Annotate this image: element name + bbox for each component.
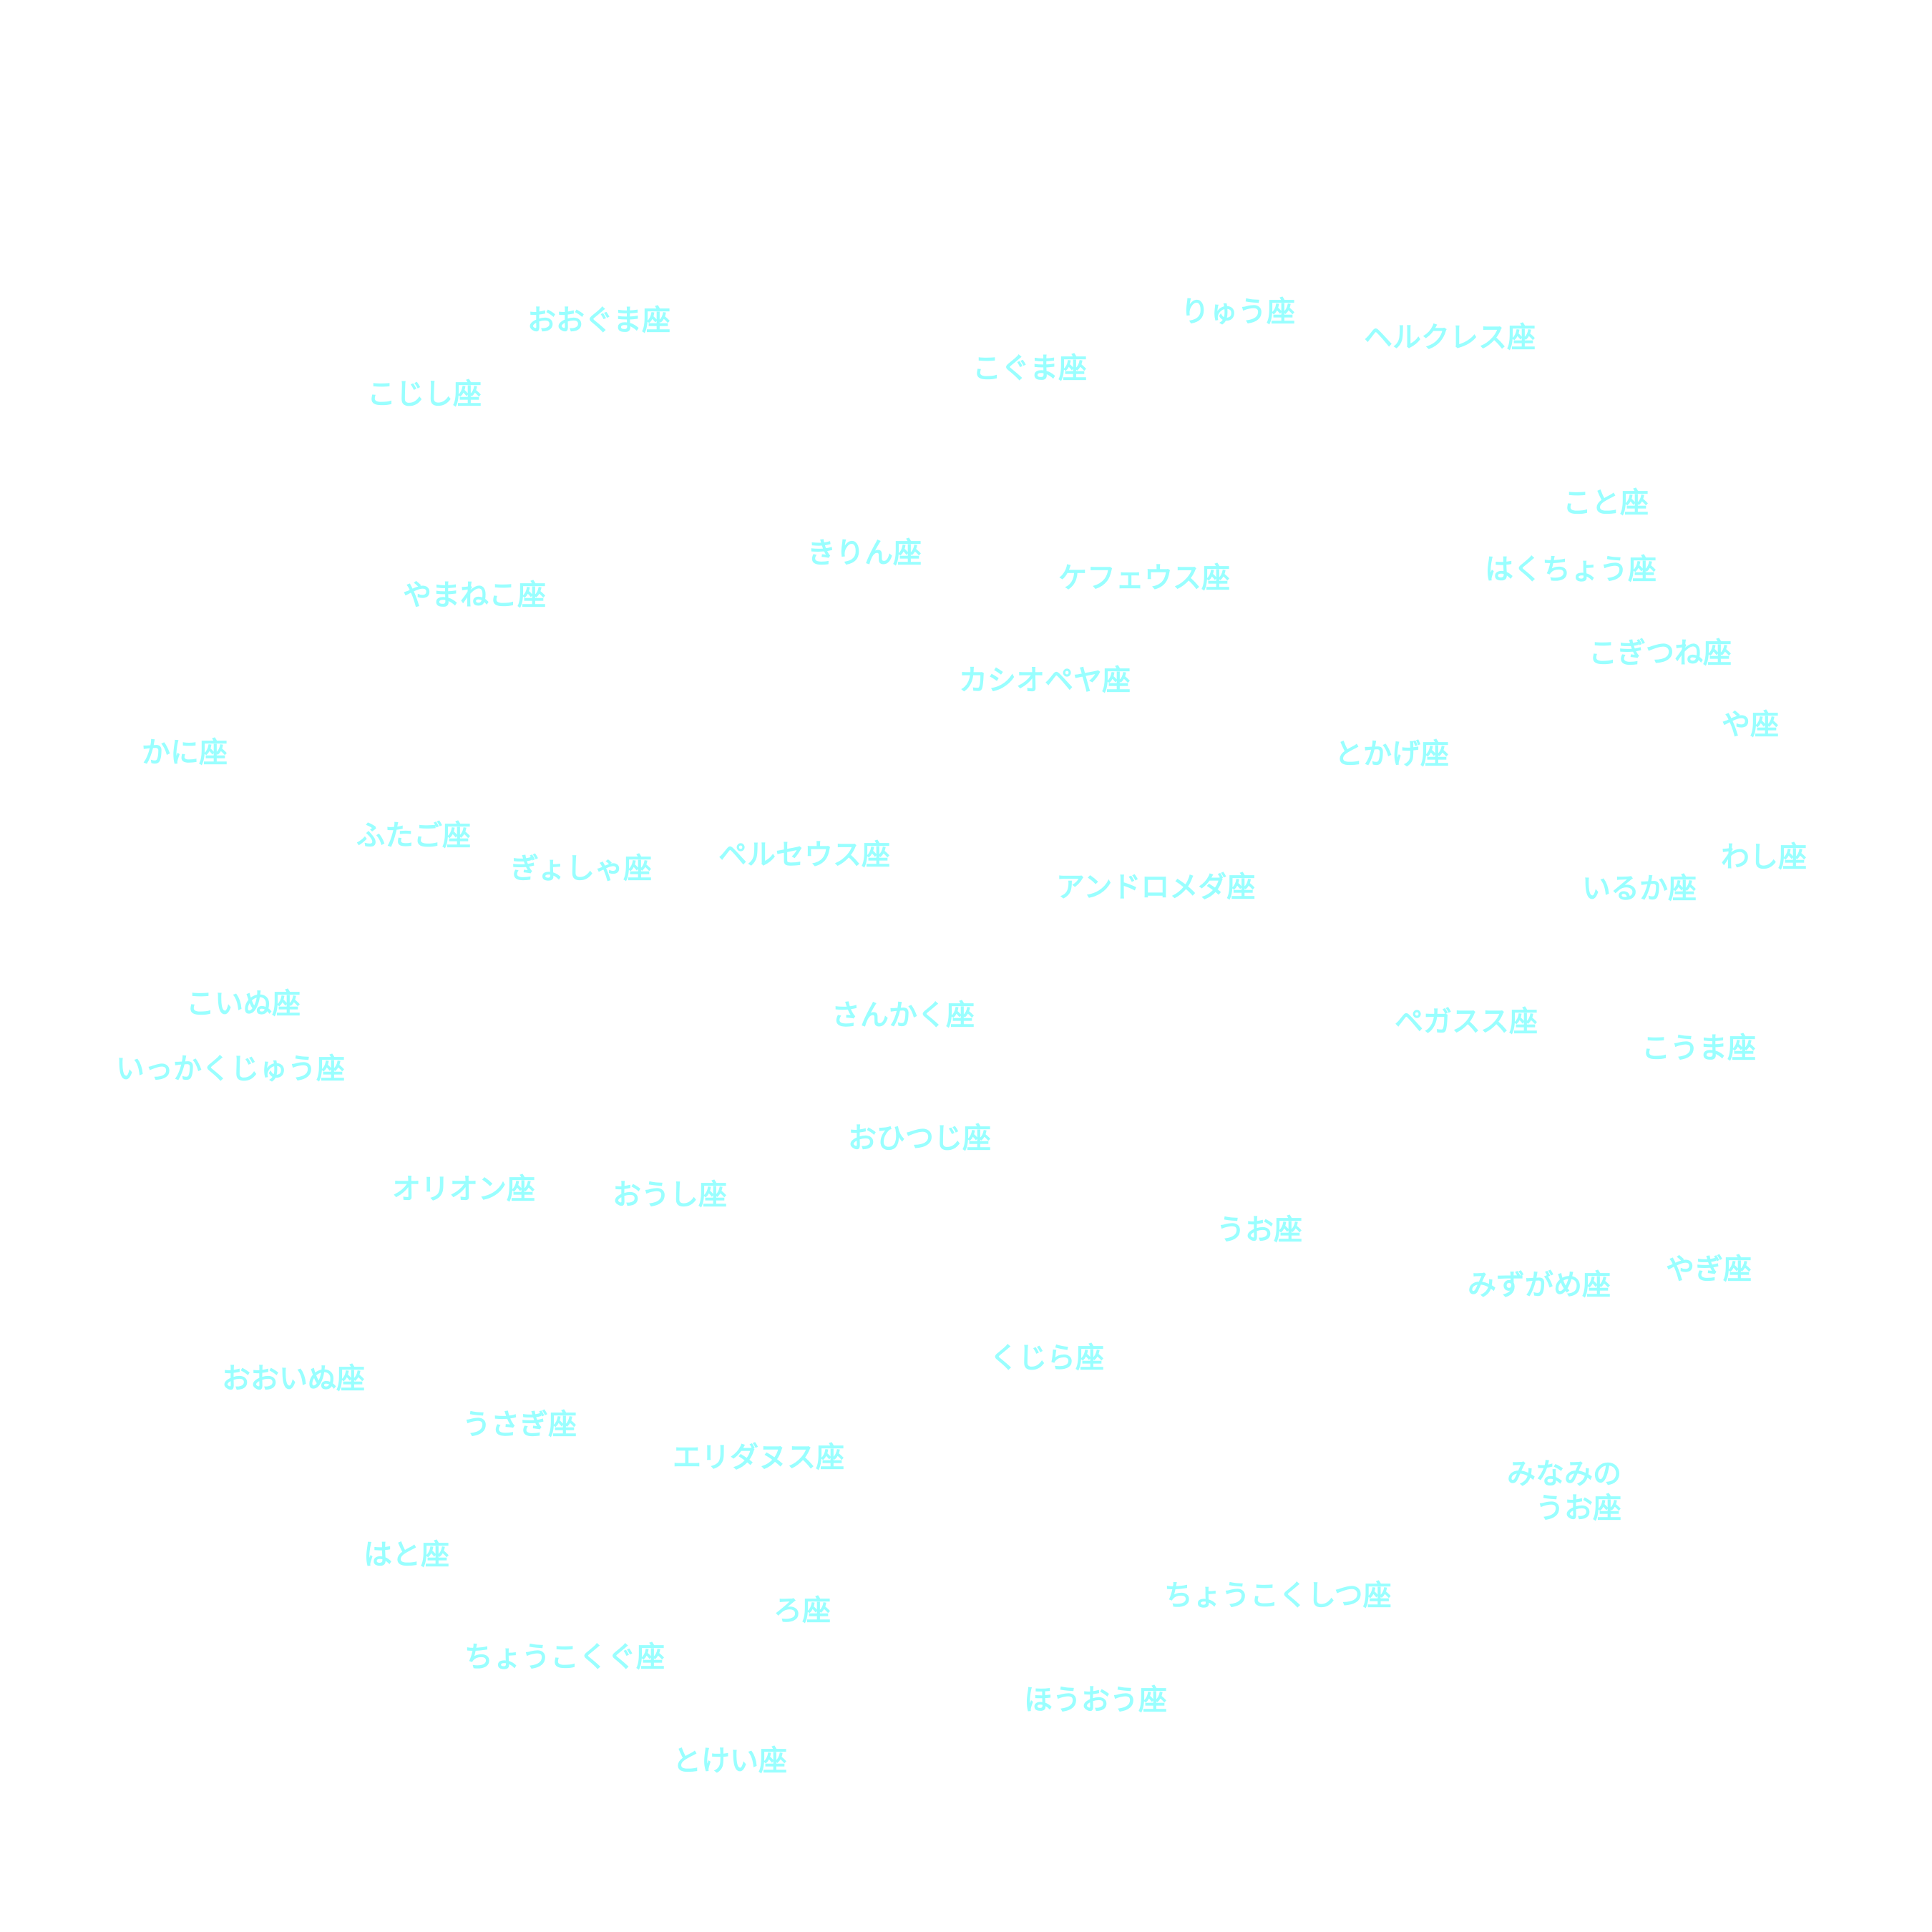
constellation-label: やぎ座 bbox=[1666, 1253, 1752, 1286]
constellation-label: みなみの うお座 bbox=[1507, 1458, 1621, 1525]
constellation-label: ふたご座 bbox=[356, 819, 471, 852]
constellation-label: ほうおう座 bbox=[1024, 1684, 1167, 1717]
constellation-label: くじら座 bbox=[990, 1342, 1104, 1375]
constellation-label: りゅう座 bbox=[1181, 296, 1295, 328]
constellation-label: みずがめ座 bbox=[1468, 1269, 1611, 1302]
constellation-label: ろ座 bbox=[774, 1594, 831, 1627]
constellation-label: わし座 bbox=[1721, 841, 1807, 874]
constellation-label: ケフェウス座 bbox=[1058, 562, 1230, 595]
constellation-label: こじし座 bbox=[367, 378, 482, 411]
constellation-label: はと座 bbox=[364, 1538, 449, 1571]
constellation-label: こいぬ座 bbox=[186, 987, 301, 1020]
constellation-label: うさぎ座 bbox=[462, 1408, 577, 1441]
constellation-label: こと座 bbox=[1563, 487, 1649, 519]
constellation-label: おおぐま座 bbox=[527, 304, 670, 337]
constellation-label: いるか座 bbox=[1582, 872, 1697, 905]
constellation-label: おおいぬ座 bbox=[222, 1362, 365, 1395]
constellation-label: こぎつね座 bbox=[1589, 637, 1732, 670]
constellation-label: こぐま座 bbox=[972, 352, 1087, 385]
constellation-label: きりん座 bbox=[807, 537, 922, 570]
constellation-label: や座 bbox=[1722, 708, 1779, 741]
constellation-label: ペルセウス座 bbox=[718, 839, 890, 872]
constellation-label: とけい座 bbox=[673, 1745, 787, 1777]
constellation-label: カシオペヤ座 bbox=[959, 664, 1131, 697]
constellation-label: さんかく座 bbox=[831, 999, 975, 1032]
constellation-label: うお座 bbox=[1216, 1214, 1302, 1246]
constellation-label: アンドロメダ座 bbox=[1056, 871, 1256, 904]
constellation-label: ちょうこくしつ座 bbox=[1164, 1579, 1392, 1612]
constellation-label: おうし座 bbox=[613, 1179, 727, 1211]
constellation-label: いっかくじゅう座 bbox=[116, 1053, 345, 1085]
constellation-label: ペガスス座 bbox=[1395, 1005, 1538, 1038]
constellation-label: ぎょしゃ座 bbox=[510, 852, 652, 885]
constellation-label: こうま座 bbox=[1641, 1032, 1756, 1065]
constellation-label: エリダヌス座 bbox=[673, 1441, 844, 1474]
constellation-label: オリオン座 bbox=[392, 1173, 535, 1206]
constellation-label: おひつじ座 bbox=[848, 1122, 991, 1155]
constellation-label: やまねこ座 bbox=[403, 579, 546, 612]
constellation-label: ヘルクレス座 bbox=[1364, 321, 1536, 354]
constellation-label: はくちょう座 bbox=[1485, 553, 1657, 586]
constellation-label: とかげ座 bbox=[1335, 738, 1449, 771]
constellation-label: かに座 bbox=[142, 736, 228, 769]
constellation-label: ちょうこくぐ座 bbox=[464, 1641, 665, 1674]
